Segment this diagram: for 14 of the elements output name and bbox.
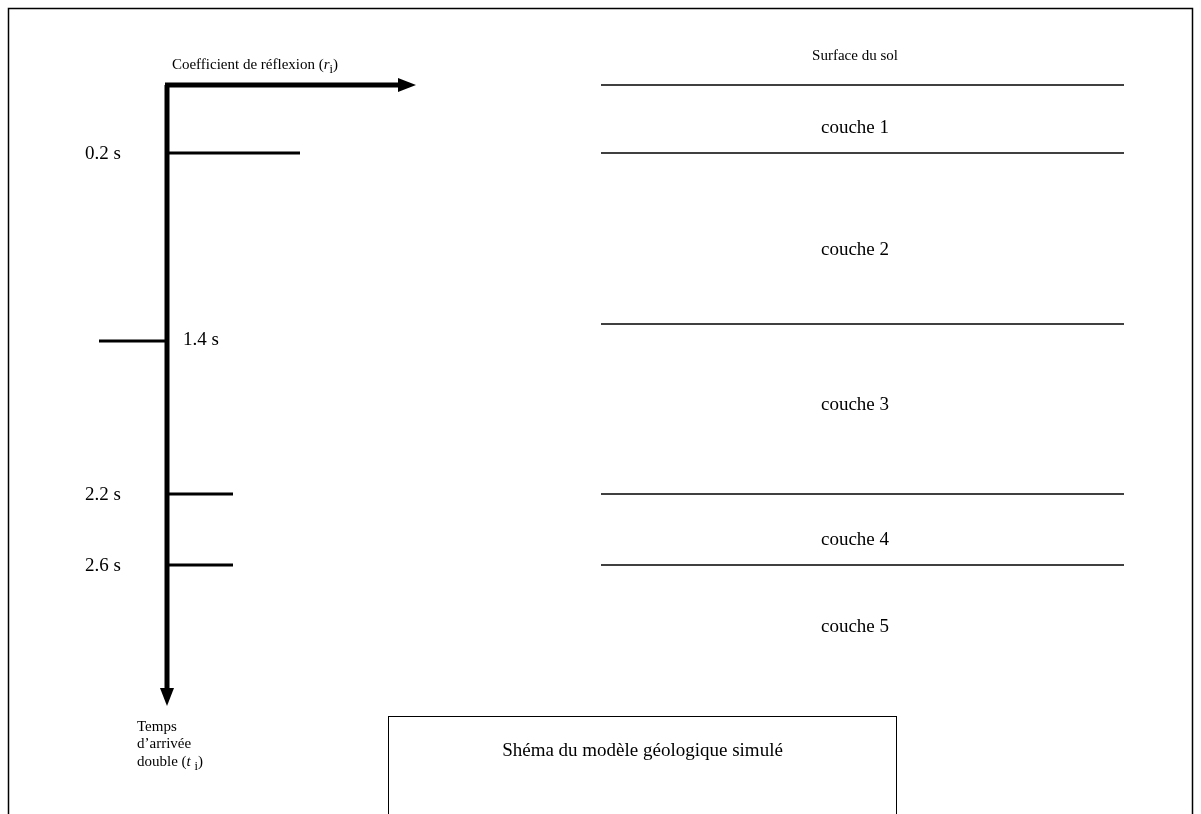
caption-box: [388, 716, 897, 814]
tick-label: 2.6 s: [85, 554, 121, 576]
tick-label: 1.4 s: [183, 328, 219, 350]
axis-title: Temps d’arrivée double (t $_{i}$): [137, 718, 204, 773]
layer-label: couche 5: [820, 615, 890, 637]
layer-label: couche 2: [820, 238, 890, 260]
layer-label: couche 3: [820, 393, 890, 415]
axis-title: Coefficient de réflexion (r$_{i}$): [171, 56, 339, 77]
tick-label: 0.2 s: [85, 142, 121, 164]
surface-label: Surface du sol: [812, 47, 898, 65]
tick-label: 2.2 s: [85, 483, 121, 505]
layer-label: couche 1: [820, 116, 890, 138]
layer-label: couche 4: [820, 528, 890, 550]
caption-text: Shéma du modèle géologique simulé: [501, 739, 784, 761]
